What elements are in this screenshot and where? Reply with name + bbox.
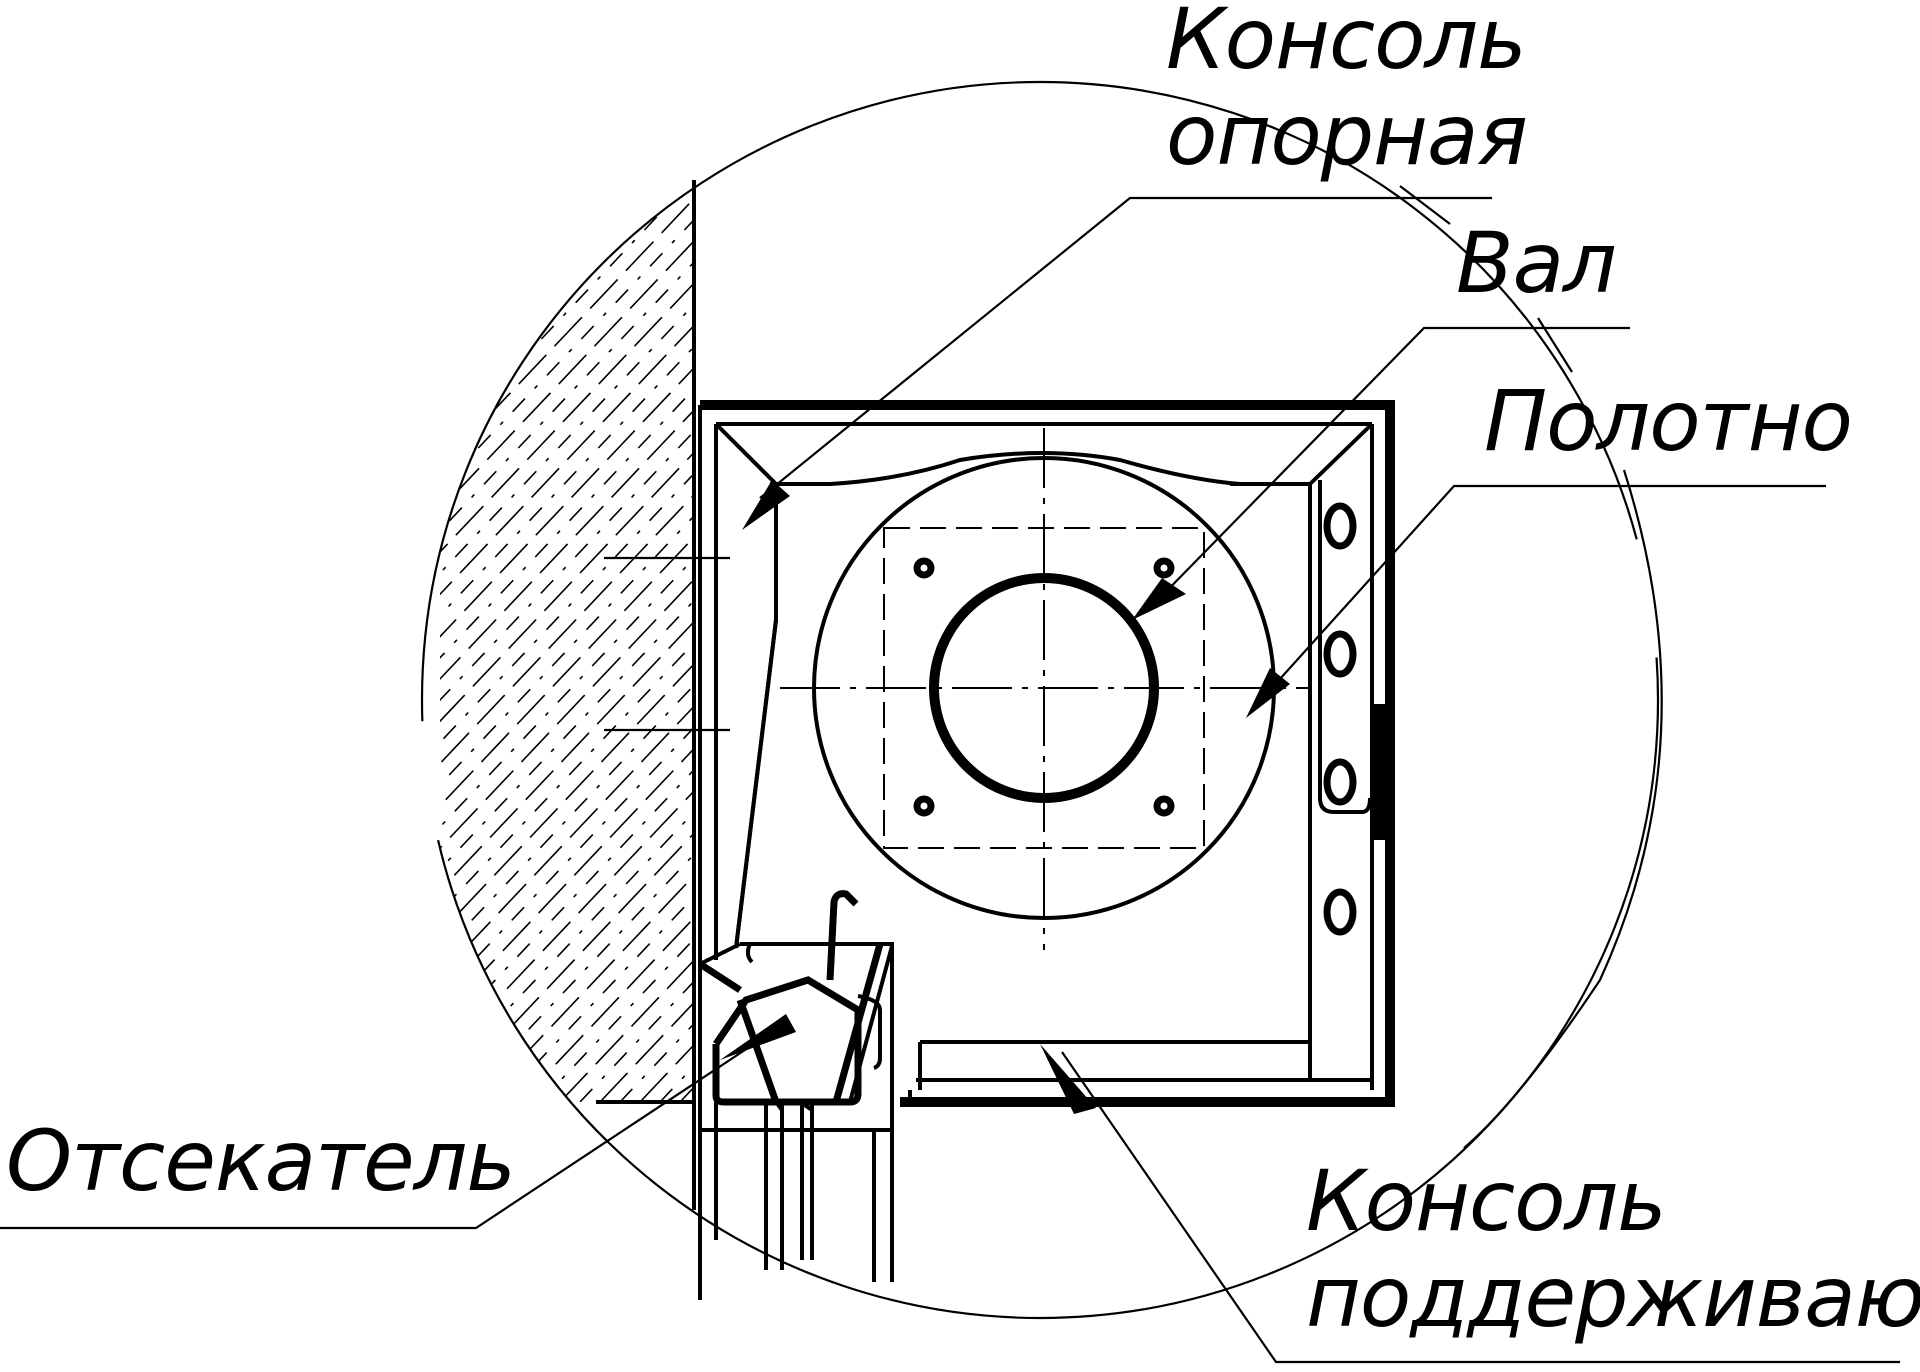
hatch-line bbox=[440, 150, 692, 1102]
hatch-line bbox=[1800, 150, 1920, 1102]
hatch-line bbox=[440, 150, 441, 1102]
cutter-assembly bbox=[698, 890, 894, 1130]
hatch-line bbox=[479, 150, 692, 1102]
hatch-line bbox=[440, 150, 692, 1102]
hatch-line bbox=[519, 150, 692, 1102]
leader-cutter bbox=[0, 1014, 796, 1230]
rail-hole-1 bbox=[1323, 502, 1357, 550]
hatch-line bbox=[440, 150, 692, 1102]
hatch-line bbox=[1740, 150, 1920, 1102]
hatch-line bbox=[1780, 150, 1920, 1102]
hatch-line bbox=[440, 150, 692, 1102]
label-console-holding-1: Консоль bbox=[1306, 1152, 1666, 1250]
hatch-line bbox=[440, 150, 692, 1102]
leader-shaft bbox=[1132, 317, 1630, 620]
hatch-line bbox=[1340, 150, 1920, 1102]
hatch-line bbox=[1580, 150, 1920, 1102]
hatch-line bbox=[440, 150, 692, 1102]
hatch-line bbox=[440, 150, 581, 1102]
label-shaft: Вал bbox=[1456, 214, 1616, 312]
hatch-line bbox=[440, 150, 692, 1102]
hatch-line bbox=[440, 150, 692, 1102]
label-console-support-1: Консоль bbox=[1166, 0, 1526, 88]
hatch-line bbox=[440, 150, 692, 1102]
hatch-line bbox=[0, 150, 360, 1102]
hatch-line bbox=[440, 150, 692, 1102]
hatch-line bbox=[459, 150, 692, 1102]
label-console-support-2: опорная bbox=[1166, 86, 1527, 184]
hatch-line bbox=[880, 150, 1780, 1102]
hatch-line bbox=[960, 150, 1860, 1102]
hatch-line bbox=[440, 150, 692, 1102]
hatch-line bbox=[440, 150, 641, 1102]
hatch-line bbox=[0, 150, 420, 1102]
hatch-line bbox=[1620, 150, 1920, 1102]
rail-hole-3 bbox=[1323, 758, 1357, 806]
hatch-line bbox=[1700, 150, 1920, 1102]
hatch-line bbox=[440, 150, 621, 1102]
hatch-line bbox=[900, 150, 1800, 1102]
leader-curtain bbox=[1246, 484, 1826, 718]
detail-circle bbox=[420, 80, 1660, 1320]
detail-arc-right bbox=[1463, 469, 1663, 1149]
hatch-line bbox=[440, 150, 681, 1102]
label-cutter: Отсекатель bbox=[6, 1112, 515, 1210]
label-console-holding-2: поддерживающая bbox=[1306, 1248, 1920, 1346]
hatch-line bbox=[440, 150, 692, 1102]
rail-hole-2 bbox=[1323, 630, 1357, 678]
hatch-line bbox=[440, 150, 501, 1102]
hatch-line bbox=[440, 150, 521, 1102]
hatch-line bbox=[440, 150, 461, 1102]
curtain-drop bbox=[734, 484, 778, 949]
hatch-line bbox=[440, 150, 541, 1102]
hatch-line bbox=[539, 150, 692, 1102]
bolt-1 bbox=[913, 557, 935, 579]
hatch-line bbox=[440, 150, 692, 1102]
hatch-line bbox=[0, 150, 340, 1102]
hatch-line bbox=[1640, 150, 1920, 1102]
hatch-line bbox=[440, 150, 561, 1102]
hatch-line bbox=[440, 150, 692, 1102]
hatch-line bbox=[440, 150, 692, 1102]
bolt-4 bbox=[1153, 795, 1175, 817]
hatch-line bbox=[1360, 150, 1920, 1102]
bolt-3 bbox=[913, 795, 935, 817]
leader-console-holding bbox=[1040, 1044, 1900, 1364]
rail-hole-4 bbox=[1323, 888, 1357, 936]
box-housing bbox=[698, 400, 1395, 1107]
hatch-line bbox=[440, 150, 481, 1102]
hatch-line bbox=[440, 150, 692, 1102]
hatch-line bbox=[0, 150, 400, 1102]
wall-section-hatch bbox=[0, 150, 1920, 1102]
hatch-line bbox=[599, 150, 692, 1102]
leader-console-support bbox=[742, 185, 1492, 530]
hatch-line bbox=[1820, 150, 1920, 1102]
hatch-line bbox=[0, 150, 380, 1102]
side-rail bbox=[1318, 480, 1385, 936]
hatch-line bbox=[440, 150, 692, 1102]
hatch-line bbox=[1720, 150, 1920, 1102]
hatch-line bbox=[1320, 150, 1920, 1102]
hatch-line bbox=[440, 150, 692, 1102]
hatch-line bbox=[440, 150, 692, 1102]
hatch-line bbox=[1660, 150, 1920, 1102]
hatch-line bbox=[659, 150, 692, 1102]
hatch-line bbox=[440, 150, 692, 1102]
hatch-line bbox=[440, 150, 661, 1102]
guide-rails bbox=[698, 1100, 894, 1300]
hatch-line bbox=[440, 150, 692, 1102]
hatch-line bbox=[1760, 150, 1920, 1102]
label-curtain: Полотно bbox=[1484, 372, 1852, 470]
hatch-line bbox=[1600, 150, 1920, 1102]
hatch-line bbox=[980, 150, 1880, 1102]
curtain-top-wrap bbox=[769, 451, 1241, 486]
hatch-line bbox=[440, 150, 692, 1102]
hatch-line bbox=[440, 150, 692, 1102]
hatch-line bbox=[1680, 150, 1920, 1102]
bolt-2 bbox=[1153, 557, 1175, 579]
hatch-line bbox=[440, 150, 692, 1102]
